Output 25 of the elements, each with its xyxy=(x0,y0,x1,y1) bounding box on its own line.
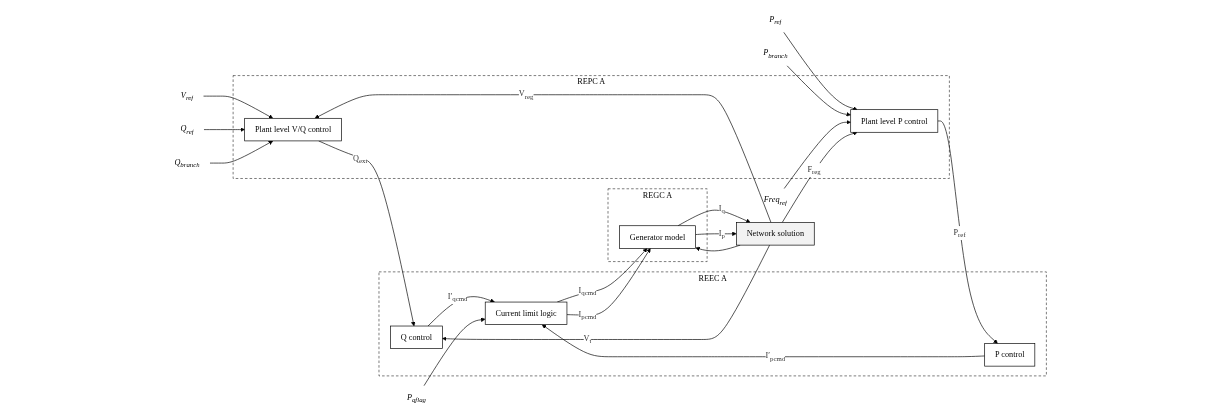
node-box: Plant level P control xyxy=(850,109,939,133)
node-box: Network solution xyxy=(736,222,815,246)
edge-label: Q$_{ext}$ xyxy=(353,153,368,165)
edge-label: I$_{p}$ xyxy=(718,228,726,240)
edge-label: I′$_{pcmd}$ xyxy=(765,351,786,363)
node-box: P control xyxy=(984,343,1036,367)
node-text: P$_{branch}$ xyxy=(763,48,788,60)
node-box: Plant level V/Q control xyxy=(244,117,343,142)
node-box: Generator model xyxy=(619,225,697,249)
node-text: Q$_{ref}$ xyxy=(180,124,194,136)
edge-label: I$_{pcmd}$ xyxy=(578,309,597,321)
edge-label: F$_{reg}$ xyxy=(807,164,822,176)
edge-label: I′$_{qcmd}$ xyxy=(447,291,468,303)
node-text: Freq$_{ref}$ xyxy=(764,195,788,207)
node-box: Current limit logic xyxy=(485,301,568,325)
edge-label: I$_{q}$ xyxy=(718,204,726,216)
node-text: P$_{qflag}$ xyxy=(407,392,427,404)
edge-label: V$_{reg}$ xyxy=(518,89,534,101)
edge-label: V$_{t}$ xyxy=(583,334,592,345)
node-box: Q control xyxy=(390,325,443,349)
node-text: Q$_{branch}$ xyxy=(174,157,200,169)
edge-label: P$_{ref}$ xyxy=(953,227,966,239)
node-text: V$_{ref}$ xyxy=(181,90,194,102)
edge-label: I$_{qcmd}$ xyxy=(578,285,597,297)
node-text: P$_{ref}$ xyxy=(769,14,782,26)
